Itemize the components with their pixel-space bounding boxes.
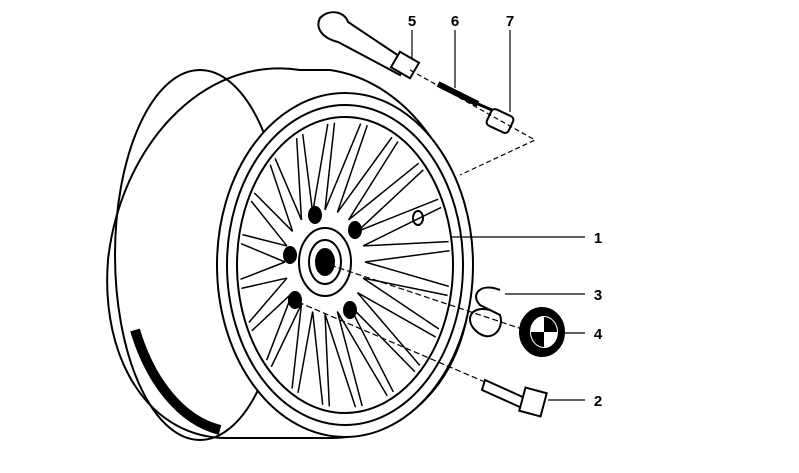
spoke — [242, 200, 288, 247]
emblem-drawing — [519, 307, 565, 357]
spoke — [362, 206, 449, 247]
valve-insert-drawing — [436, 81, 493, 112]
spoke — [356, 291, 437, 366]
callout-3: 3 — [594, 287, 602, 304]
spoke — [251, 292, 294, 361]
valve-stem-drawing — [317, 11, 421, 80]
callout-4: 4 — [594, 326, 603, 343]
spoke — [274, 138, 303, 221]
callout-5: 5 — [408, 13, 416, 30]
spoke — [302, 123, 329, 213]
spoke — [324, 122, 362, 211]
callout-1: 1 — [594, 230, 602, 247]
spoke — [364, 249, 450, 288]
callout-2: 2 — [594, 393, 602, 410]
spoke — [336, 311, 388, 407]
wheel-bolt-drawing — [480, 378, 548, 418]
spoke — [240, 242, 286, 280]
callout-7: 7 — [506, 13, 514, 30]
spring-clip-drawing — [469, 286, 502, 338]
spoke — [356, 169, 439, 233]
spoke — [270, 303, 303, 389]
spoke — [297, 311, 324, 405]
spoke — [253, 164, 294, 232]
spoke — [347, 141, 420, 221]
callout-6: 6 — [451, 13, 459, 30]
spoke — [324, 313, 357, 408]
spoke — [241, 277, 288, 324]
spoke — [336, 125, 393, 213]
wheel-rim-drawing — [106, 67, 474, 441]
